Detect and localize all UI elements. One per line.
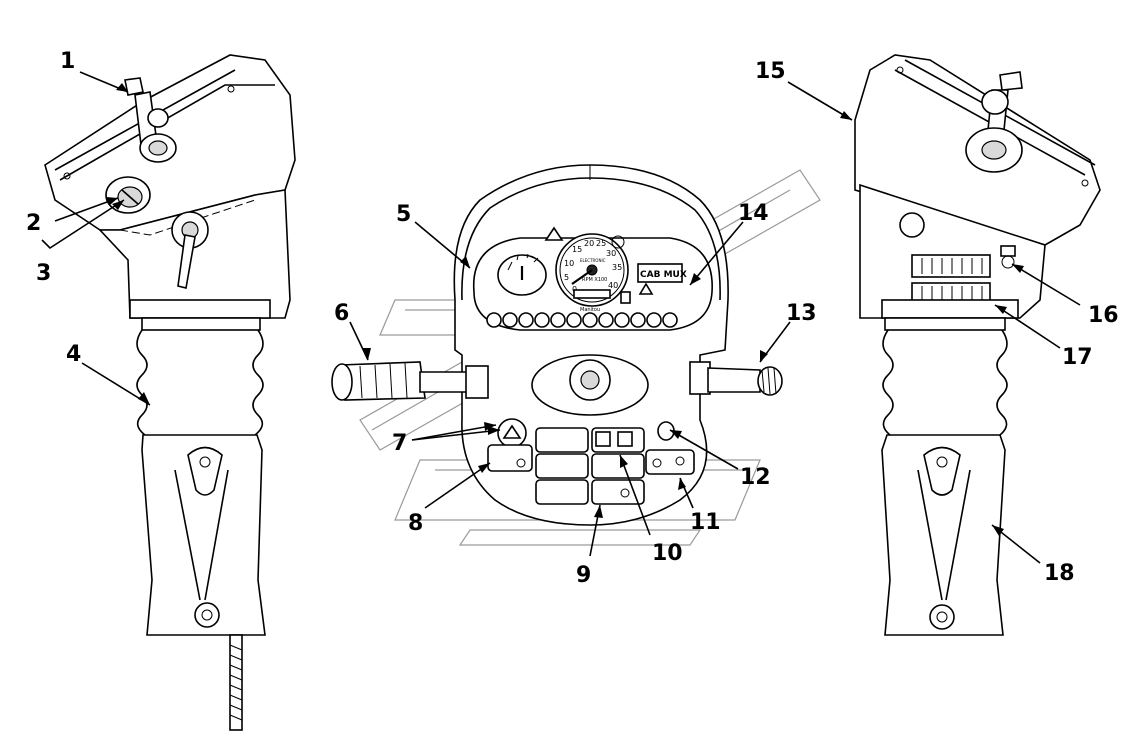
left-side-view [44, 54, 296, 731]
callout-16: 16 [1088, 303, 1119, 328]
tacho-tick-10: 10 [564, 259, 574, 268]
warning-lamp-row [486, 312, 678, 328]
tacho-brand: ELECTRONIC [580, 258, 606, 263]
callout-12: 12 [740, 465, 771, 490]
center-front-view: 0 5 10 15 20 25 30 35 40 ELECTRONIC RPM … [331, 164, 783, 526]
leader-lines [41, 71, 1081, 564]
callout-11: 11 [690, 510, 721, 535]
tacho-tick-15: 15 [572, 245, 582, 254]
callout-14: 14 [738, 201, 769, 226]
cabmux-logo: CAB MUX [640, 270, 687, 280]
maker-text: Manitou [580, 307, 600, 313]
callout-4: 4 [66, 342, 81, 367]
callout-2: 2 [26, 211, 41, 236]
callout-18: 18 [1044, 561, 1075, 586]
callout-6: 6 [334, 301, 349, 326]
tacho-tick-20: 20 [584, 239, 594, 248]
callout-10: 10 [652, 541, 683, 566]
tacho-tick-5: 5 [564, 273, 569, 282]
tacho-tick-35: 35 [612, 263, 622, 272]
callout-1: 1 [60, 49, 75, 74]
callout-labels: 1 2 3 4 5 6 7 8 9 10 11 12 13 14 15 16 1… [26, 49, 1119, 588]
tacho-unit: RPM X100 [582, 277, 607, 283]
right-side-view [854, 54, 1101, 636]
callout-7: 7 [392, 431, 407, 456]
tacho-tick-30: 30 [606, 249, 616, 258]
callout-5: 5 [396, 202, 411, 227]
callout-9: 9 [576, 563, 591, 588]
tacho-tick-25: 25 [596, 239, 606, 248]
tacho-tick-40: 40 [608, 281, 618, 290]
callout-13: 13 [786, 301, 817, 326]
callout-15: 15 [755, 59, 786, 84]
callout-3: 3 [36, 261, 51, 286]
callout-8: 8 [408, 511, 423, 536]
callout-17: 17 [1062, 345, 1093, 370]
